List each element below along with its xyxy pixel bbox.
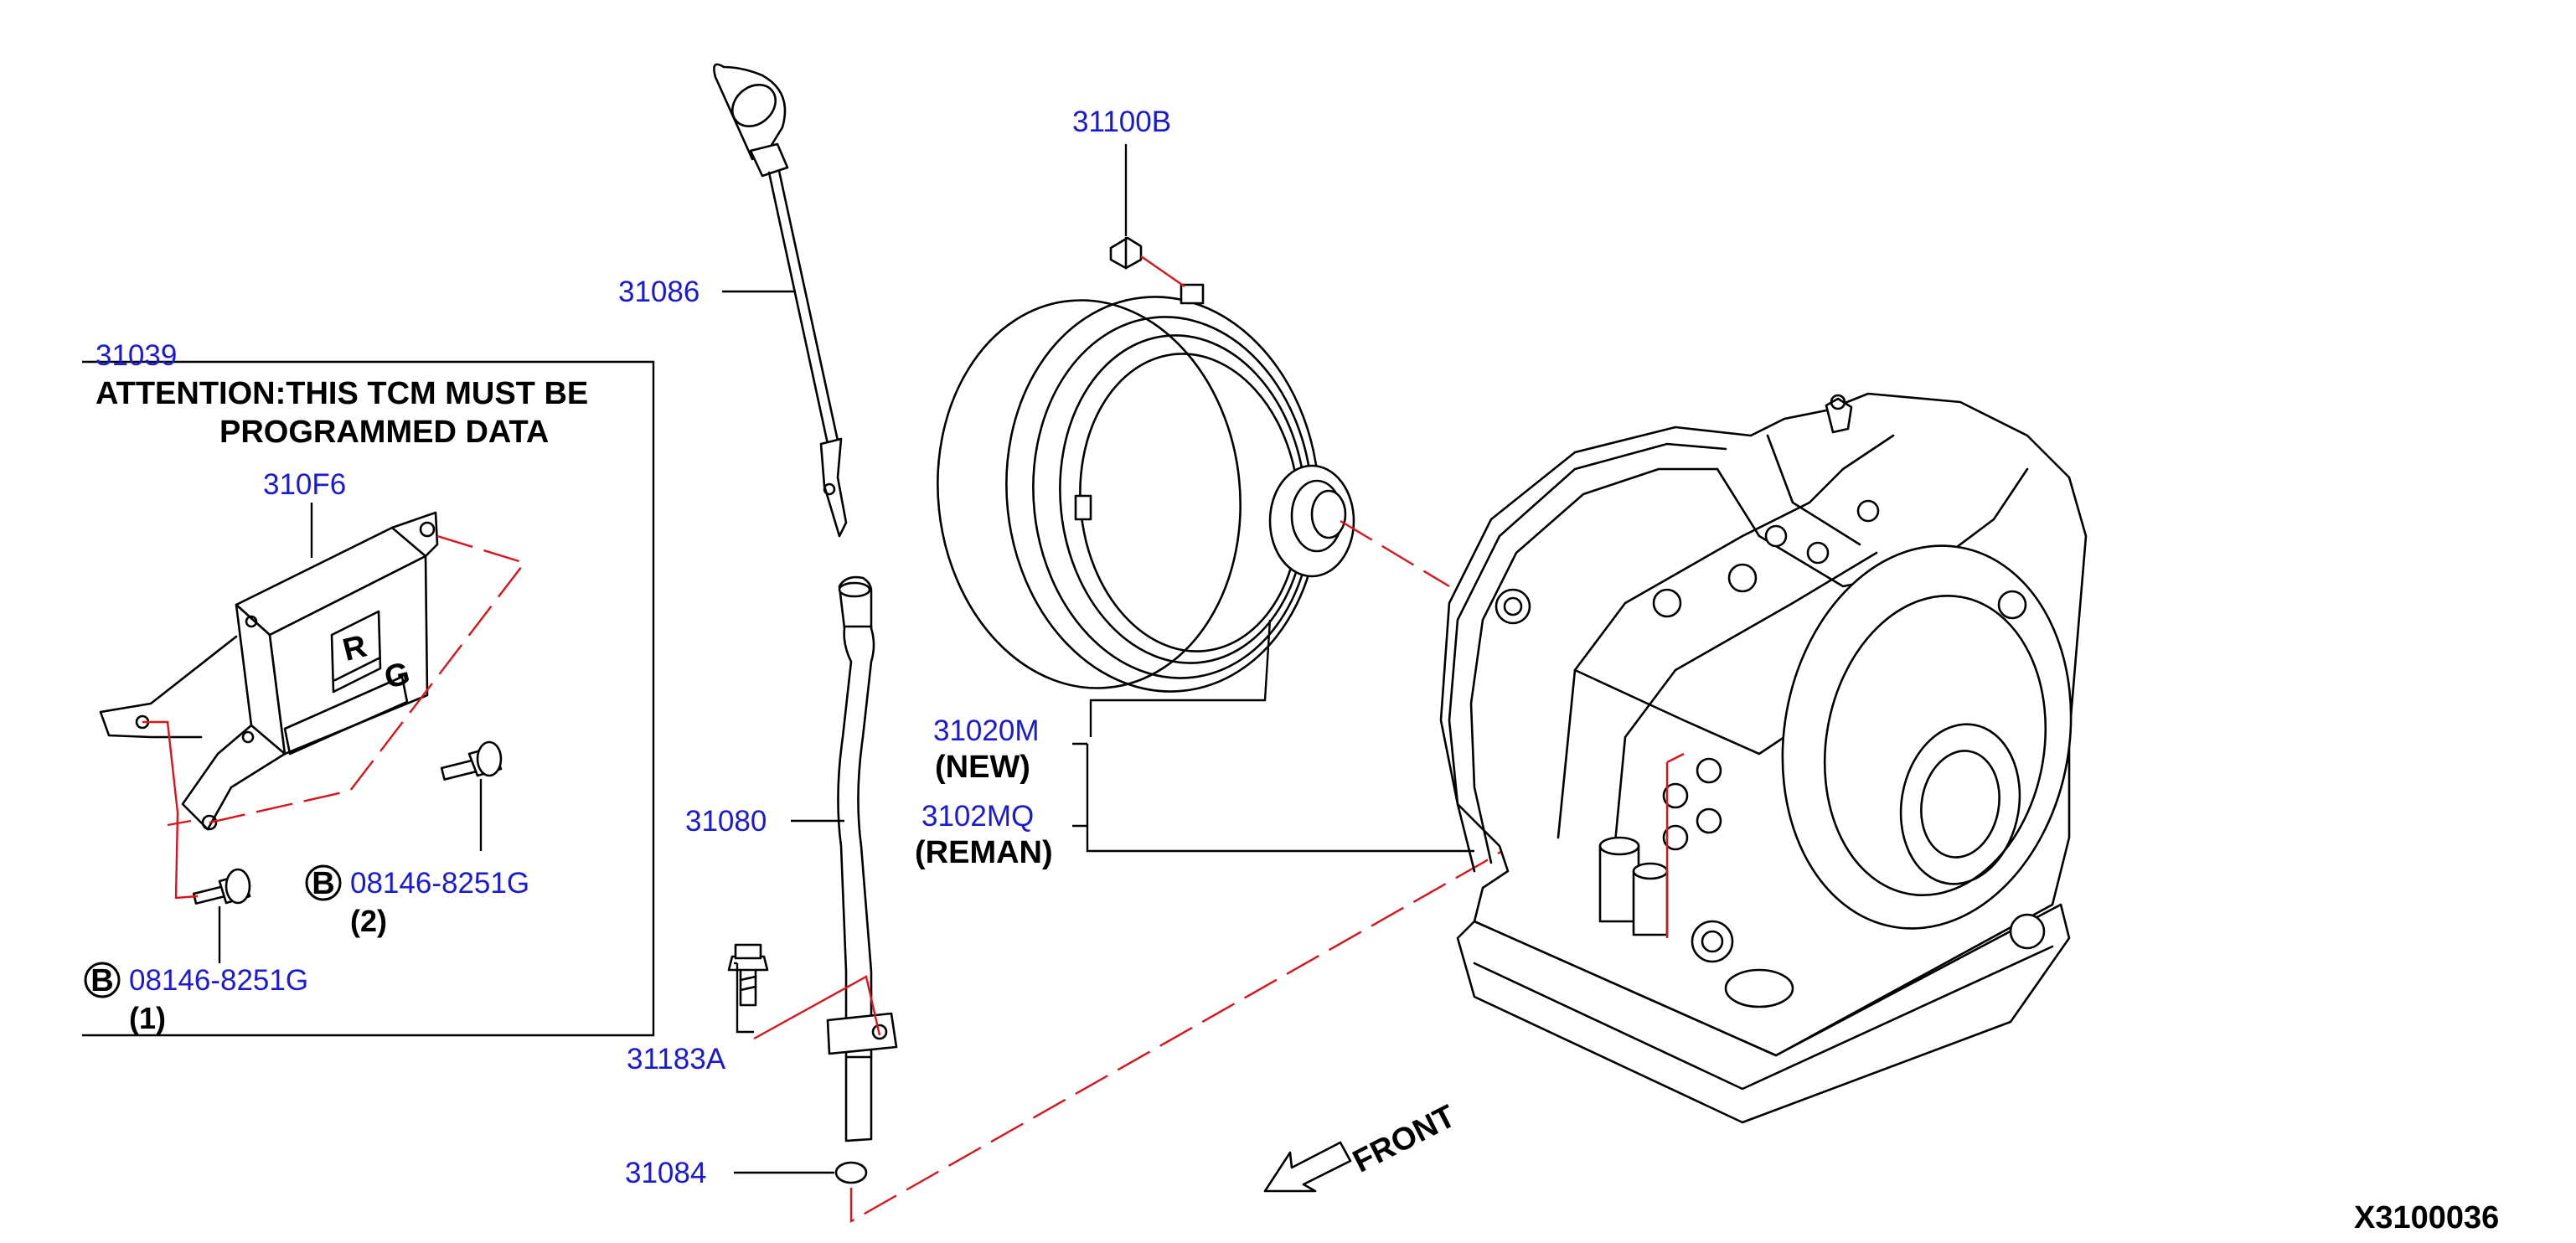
part-label-31084: 31084 bbox=[625, 1157, 706, 1189]
attention-note-line1: ATTENTION:THIS TCM MUST BE bbox=[96, 376, 588, 411]
b-marker-lower-letter: B bbox=[90, 963, 113, 998]
note-reman: (REMAN) bbox=[915, 835, 1053, 870]
diagram-id: X3100036 bbox=[2354, 1200, 2499, 1235]
b-marker-upper-letter: B bbox=[312, 866, 334, 901]
part-label-31100b: 31100B bbox=[1072, 106, 1171, 138]
dipstick-drawing bbox=[713, 63, 848, 538]
dipstick-tube-drawing bbox=[826, 575, 898, 1142]
transaxle-dipstick-callout-upper bbox=[1666, 752, 1685, 764]
part-label-31020m: 31020M bbox=[933, 714, 1039, 747]
tcm-inset-box bbox=[82, 360, 655, 1037]
qty-label-1: (1) bbox=[129, 1001, 166, 1035]
note-new: (NEW) bbox=[935, 750, 1030, 785]
transaxle-drawing bbox=[1439, 392, 2088, 1124]
part-label-bolt-b1: 08146-8251G bbox=[129, 964, 308, 997]
torque-converter-drawing bbox=[937, 283, 1355, 693]
front-label: FRONT bbox=[1347, 1099, 1461, 1180]
tcm-bolt-lower-drawing bbox=[192, 868, 251, 905]
tcm-callout-upper bbox=[209, 534, 527, 824]
leader-lines bbox=[218, 144, 1474, 1174]
part-label-31039: 31039 bbox=[96, 339, 177, 372]
tcm-callout-bolt2 bbox=[167, 819, 192, 827]
converter-nut-callout bbox=[1140, 255, 1185, 287]
part-label-31183a: 31183A bbox=[627, 1043, 726, 1075]
qty-label-2: (2) bbox=[350, 904, 387, 938]
b-marker-upper-icon bbox=[305, 864, 342, 901]
dipstick-bolt-drawing bbox=[727, 943, 769, 1007]
part-label-31086: 31086 bbox=[618, 276, 699, 308]
front-arrow-icon bbox=[1263, 1141, 1352, 1193]
part-label-31080: 31080 bbox=[685, 805, 767, 838]
part-label-310f6: 310F6 bbox=[263, 468, 346, 501]
o-ring-drawing bbox=[834, 1161, 868, 1184]
tcm-module-drawing bbox=[99, 511, 439, 831]
b-marker-lower-icon bbox=[84, 962, 121, 998]
attention-note-line2: PROGRAMMED DATA bbox=[219, 415, 549, 450]
part-label-bolt-b2: 08146-8251G bbox=[350, 867, 529, 900]
tcm-bolt-upper-drawing bbox=[440, 740, 503, 781]
drain-plug-drawing bbox=[1109, 236, 1143, 270]
part-label-3102mq: 3102MQ bbox=[921, 800, 1034, 833]
converter-callout bbox=[1340, 519, 1450, 588]
tcm-callout-bolt1 bbox=[142, 720, 199, 900]
dipstick-bolt-callout bbox=[753, 975, 881, 1040]
